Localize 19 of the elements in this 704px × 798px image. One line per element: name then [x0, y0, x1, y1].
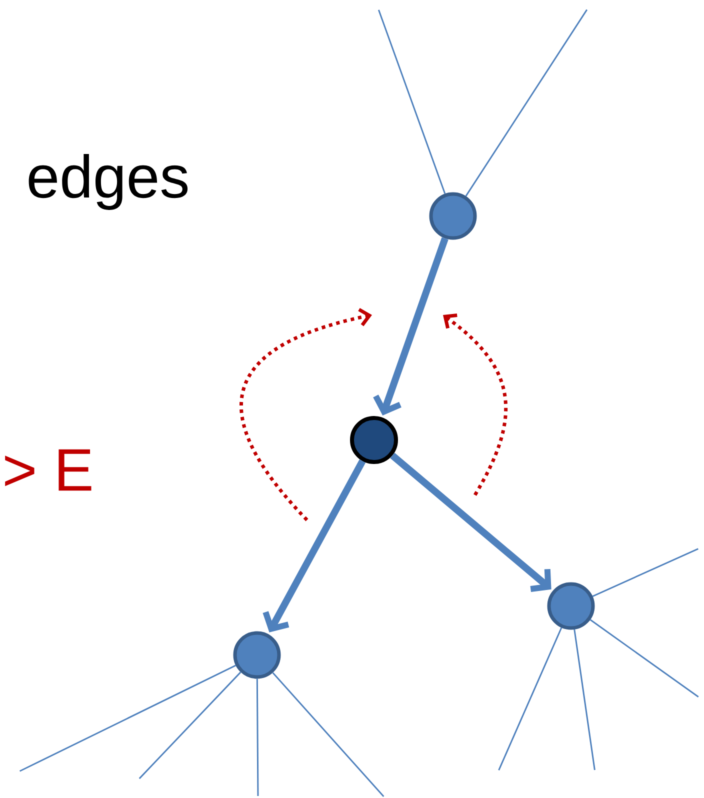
line — [138, 672, 242, 780]
graph-node — [429, 192, 477, 240]
arrow — [262, 459, 366, 632]
line — [574, 629, 596, 770]
line — [256, 678, 259, 796]
line — [592, 548, 698, 597]
arrow — [373, 237, 448, 416]
line — [498, 627, 562, 770]
slide-text: edges — [28, 154, 188, 210]
slide-text: > E — [5, 449, 92, 491]
line — [590, 619, 699, 698]
line — [465, 9, 588, 196]
line — [378, 10, 446, 194]
line — [19, 664, 236, 772]
line — [272, 672, 384, 798]
graph-node — [350, 416, 398, 464]
arrow — [390, 452, 552, 592]
graph-node — [233, 631, 281, 679]
graph-node — [547, 582, 595, 630]
